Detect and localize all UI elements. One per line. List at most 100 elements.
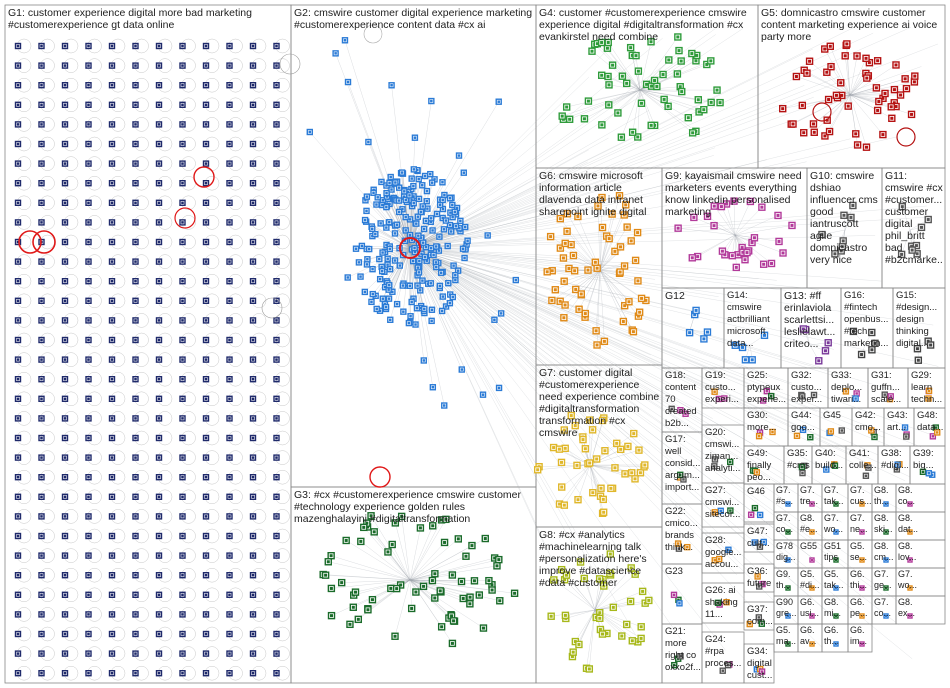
- network-edge: [409, 247, 813, 573]
- network-node-fill: [618, 270, 622, 274]
- network-edge: [409, 247, 875, 474]
- network-node-fill: [40, 456, 43, 459]
- network-edge: [409, 215, 575, 249]
- network-node-fill: [157, 181, 161, 185]
- network-edge: [594, 574, 636, 611]
- network-node-fill: [87, 436, 90, 440]
- network-node-fill: [761, 399, 765, 402]
- network-node-fill: [181, 162, 184, 165]
- network-node-fill: [927, 472, 931, 475]
- network-node-fill: [275, 436, 278, 440]
- network-node-fill: [16, 142, 20, 146]
- network-node-fill: [393, 634, 397, 638]
- network-node-fill: [577, 307, 581, 311]
- network-node-fill: [134, 299, 137, 303]
- network-node-fill: [134, 162, 137, 165]
- network-node-fill: [388, 267, 392, 271]
- network-node-fill: [390, 542, 394, 546]
- network-edge: [595, 269, 601, 331]
- network-node-fill: [438, 284, 442, 288]
- network-node-fill: [670, 407, 673, 411]
- network-node-fill: [110, 181, 114, 185]
- network-node-fill: [251, 358, 255, 361]
- network-node-fill: [157, 123, 161, 126]
- network-node-fill: [743, 258, 747, 262]
- group-box-g35: [783, 445, 813, 485]
- network-edge: [409, 247, 685, 439]
- network-node-fill: [655, 84, 659, 88]
- network-node-fill: [769, 394, 773, 398]
- network-node-fill: [16, 475, 20, 479]
- network-node-fill: [40, 417, 43, 420]
- network-edge: [555, 269, 601, 290]
- network-node-fill: [811, 503, 813, 505]
- network-node-fill: [110, 162, 114, 165]
- network-node-fill: [251, 593, 255, 597]
- network-node-fill: [468, 602, 472, 606]
- network-node-fill: [87, 103, 90, 107]
- network-edge: [325, 575, 411, 581]
- network-node-fill: [157, 260, 161, 263]
- network-node-fill: [16, 554, 20, 557]
- group-box-g42: [851, 407, 885, 447]
- network-node-fill: [181, 221, 184, 224]
- network-node-fill: [579, 560, 583, 564]
- network-edge: [387, 247, 411, 265]
- network-node-fill: [553, 288, 557, 292]
- self-loop-ring: [261, 297, 283, 319]
- small-group-box: [773, 511, 799, 541]
- network-edge: [379, 247, 411, 260]
- network-node-fill: [275, 123, 278, 126]
- network-node-fill: [770, 261, 774, 265]
- network-node-fill: [650, 84, 654, 88]
- network-edge: [331, 555, 411, 581]
- network-node-fill: [438, 203, 442, 207]
- network-node-fill: [63, 299, 67, 303]
- network-node-fill: [388, 181, 391, 185]
- network-node-fill: [861, 531, 863, 533]
- network-node-fill: [389, 175, 392, 179]
- network-node-fill: [63, 613, 67, 616]
- network-node-fill: [750, 241, 754, 245]
- network-node-fill: [864, 474, 868, 478]
- network-node-fill: [713, 465, 716, 468]
- network-node-fill: [653, 79, 657, 83]
- network-node-fill: [16, 593, 20, 597]
- network-edge: [387, 551, 411, 581]
- network-edge: [347, 82, 411, 249]
- network-node-fill: [835, 503, 837, 505]
- small-group-box: [797, 483, 823, 513]
- network-node-fill: [204, 475, 208, 479]
- network-node-fill: [181, 64, 184, 67]
- network-node-fill: [204, 632, 208, 636]
- network-node-fill: [672, 593, 676, 597]
- network-node-fill: [808, 59, 812, 63]
- network-node-fill: [181, 358, 184, 361]
- network-node-fill: [16, 515, 20, 518]
- network-node-fill: [765, 389, 769, 393]
- network-node-fill: [228, 358, 231, 361]
- network-edge: [409, 247, 849, 499]
- network-node-fill: [790, 223, 794, 227]
- network-edge: [599, 269, 640, 313]
- network-edge: [409, 247, 793, 384]
- network-edge: [409, 209, 543, 249]
- network-node-fill: [730, 254, 734, 258]
- network-node-fill: [757, 434, 761, 438]
- network-node-fill: [873, 341, 877, 345]
- network-node-fill: [415, 222, 418, 225]
- small-group-box: [821, 483, 849, 513]
- network-node-fill: [402, 195, 406, 198]
- network-node-fill: [691, 131, 695, 135]
- network-node-fill: [228, 417, 231, 420]
- network-node-fill: [552, 446, 556, 450]
- network-node-fill: [157, 103, 161, 107]
- small-group-box: [895, 567, 946, 597]
- network-node-fill: [16, 495, 20, 499]
- network-node-fill: [417, 271, 421, 274]
- network-node-fill: [673, 663, 676, 667]
- network-edge: [578, 269, 601, 310]
- network-node-fill: [386, 257, 389, 260]
- network-node-fill: [365, 263, 369, 266]
- network-node-fill: [602, 510, 606, 514]
